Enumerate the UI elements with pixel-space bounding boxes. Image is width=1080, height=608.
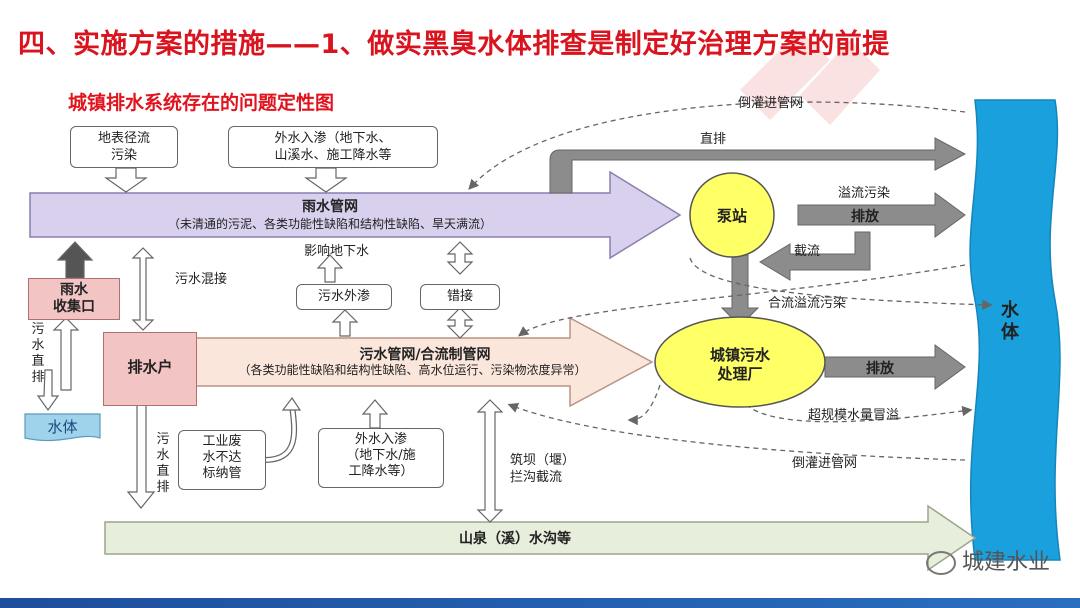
infiltration-bottom-box: 外水入渗 （地下水/施 工降水等） <box>318 428 444 488</box>
watermark-logo <box>740 30 880 125</box>
sewage-direct-left-arrow <box>52 317 80 391</box>
river-water-body <box>969 99 1061 561</box>
water-body-left-label: 水体 <box>47 418 78 436</box>
sewage-direct-down-arrow <box>126 403 156 509</box>
backflow-top-dashed <box>468 101 966 190</box>
rain-network-arrow <box>29 170 682 260</box>
water-body-left-shape <box>24 413 101 442</box>
over-capacity-label: 超规模水量冒溢 <box>808 408 900 423</box>
misconnection-box: 错接 <box>420 284 500 310</box>
surface-runoff-box: 地表径流 污染 <box>70 126 178 168</box>
infiltration-down-arrow <box>304 167 348 193</box>
brand-watermark: 城建水业 <box>925 544 1050 576</box>
sewage-mixed-arrow <box>131 247 155 331</box>
misconnection-arrow-down <box>446 307 474 339</box>
direct-discharge-top-label: 直排 <box>700 132 727 147</box>
sewage-direct-left-label: 污水直排 <box>31 322 45 385</box>
sewage-mixed-label: 污水混接 <box>175 272 228 287</box>
sewage-leak-box: 污水外渗 <box>296 284 392 310</box>
sewage-leak-up-arrow <box>331 309 359 337</box>
infiltration-top-box: 外水入渗（地下水、 山溪水、施工降水等 <box>228 126 438 168</box>
sewage-direct-left-down <box>36 369 60 412</box>
interception-arrow <box>759 231 871 281</box>
wwtp-ellipse <box>654 316 826 408</box>
creek-label: 山泉（溪）水沟等 <box>459 531 571 547</box>
collector-up-arrow <box>56 241 94 279</box>
pump-station-circle <box>689 172 775 258</box>
infiltration-up-arrow <box>361 399 389 429</box>
rain-collector-box: 雨水 收集口 <box>28 278 120 320</box>
diagram-subtitle: 城镇排水系统存在的问题定性图 <box>68 92 335 114</box>
sewer-network-arrow <box>194 316 654 408</box>
overflow-from-wwtp <box>627 384 661 426</box>
pump-to-wwtp-arrow <box>720 254 760 327</box>
direct-discharge-arrow <box>549 137 967 194</box>
affect-groundwater-arrow <box>316 254 344 283</box>
affect-groundwater-label: 影响地下水 <box>304 244 370 259</box>
backflow-bottom-label: 倒灌进管网 <box>792 456 858 471</box>
discharge-arrow-bottom <box>824 344 966 390</box>
dam-interception-label: 筑坝（堰） 拦沟截流 <box>510 453 576 485</box>
rain-network-title: 雨水管网 <box>302 199 358 215</box>
dam-interception-arrow <box>476 399 504 523</box>
sewer-network-desc: （各类功能性缺陷和结构性缺陷、高水位运行、污染物浓度异常） <box>238 363 587 377</box>
rain-network-desc: （未清通的污泥、各类功能性缺陷和结构性缺陷、旱天满流） <box>167 217 492 231</box>
surface-runoff-down-arrow <box>104 167 148 193</box>
discharge-label-bottom: 排放 <box>866 361 894 377</box>
backflow-bottom-dashed <box>507 402 966 461</box>
interception-label: 截流 <box>794 244 821 259</box>
combined-overflow-dashed <box>689 257 993 310</box>
brand-name: 城建水业 <box>961 550 1050 575</box>
wwtp-label: 城镇污水 处理厂 <box>709 346 770 383</box>
backflow-top-label: 倒灌进管网 <box>738 96 804 111</box>
combined-overflow-label: 合流溢流污染 <box>768 296 847 311</box>
wechat-icon <box>925 551 956 575</box>
drainer-box: 排水户 <box>103 332 197 406</box>
sewer-network-title: 污水管网/合流制管网 <box>359 347 491 363</box>
bottom-bar <box>0 598 1080 608</box>
misconnection-arrow-up <box>446 241 474 275</box>
slide-title: 四、实施方案的措施——1、做实黑臭水体排查是制定好治理方案的前提 <box>18 29 890 60</box>
upper-backflow-dashed <box>517 264 966 337</box>
water-body-right-label: 水 体 <box>1001 300 1019 343</box>
pump-station-label: 泵站 <box>716 207 747 225</box>
sewage-direct-mid-label: 污水直排 <box>156 432 170 495</box>
industrial-wastewater-box: 工业废 水不达 标纳管 <box>178 430 266 490</box>
discharge-arrow-top <box>797 192 966 238</box>
overflow-pollution-label: 溢流污染 <box>838 186 891 201</box>
discharge-label-top: 排放 <box>851 209 879 225</box>
